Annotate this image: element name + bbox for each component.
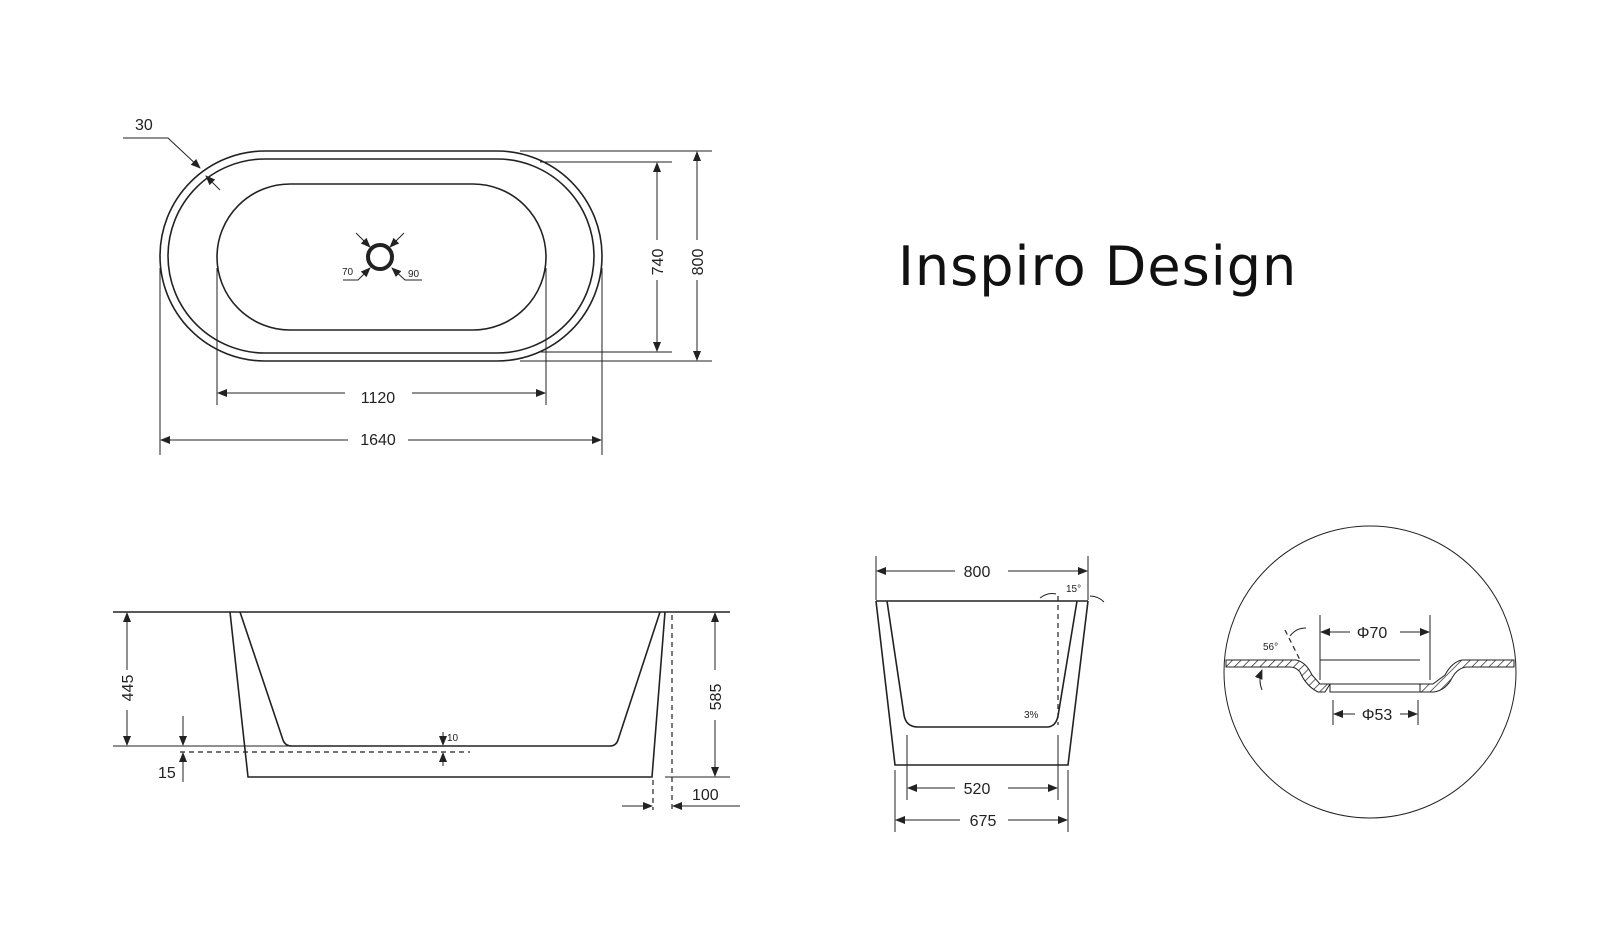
dim-445: 445 [120,675,137,702]
dim-phi53: Φ53 [1362,707,1393,724]
drain-icon [366,243,394,271]
angle-56: 56° [1263,642,1278,653]
dim-1640: 1640 [360,432,396,449]
rim-thickness-label: 30 [135,117,153,134]
dim-585: 585 [708,684,725,711]
dim-15: 15 [158,765,176,782]
drain-label-90: 90 [408,269,420,280]
dim-740: 740 [650,249,667,276]
tub-rim-outline [167,158,595,354]
top-view: 70 90 30 740 800 1120 1640 [123,117,712,455]
side-view: 445 15 10 585 100 [113,611,740,810]
tub-outer-outline [159,150,603,362]
dim-800: 800 [690,249,707,276]
dim-end-800: 800 [964,564,991,581]
end-view: 800 15° 3% 520 675 [875,556,1105,832]
drain-label-70: 70 [342,267,354,278]
dim-520: 520 [964,781,991,798]
dim-100: 100 [692,787,719,804]
dim-1120: 1120 [361,390,396,407]
dim-10: 10 [447,733,459,744]
angle-15: 15° [1066,584,1081,595]
basin-outline [216,183,547,331]
dim-675: 675 [970,813,997,830]
slope-3-percent: 3% [1024,710,1039,721]
dim-phi70: Φ70 [1357,625,1388,642]
drain-detail: Φ70 Φ53 56° [1223,525,1517,819]
brand-logo: Inspiro Design [898,235,1297,298]
